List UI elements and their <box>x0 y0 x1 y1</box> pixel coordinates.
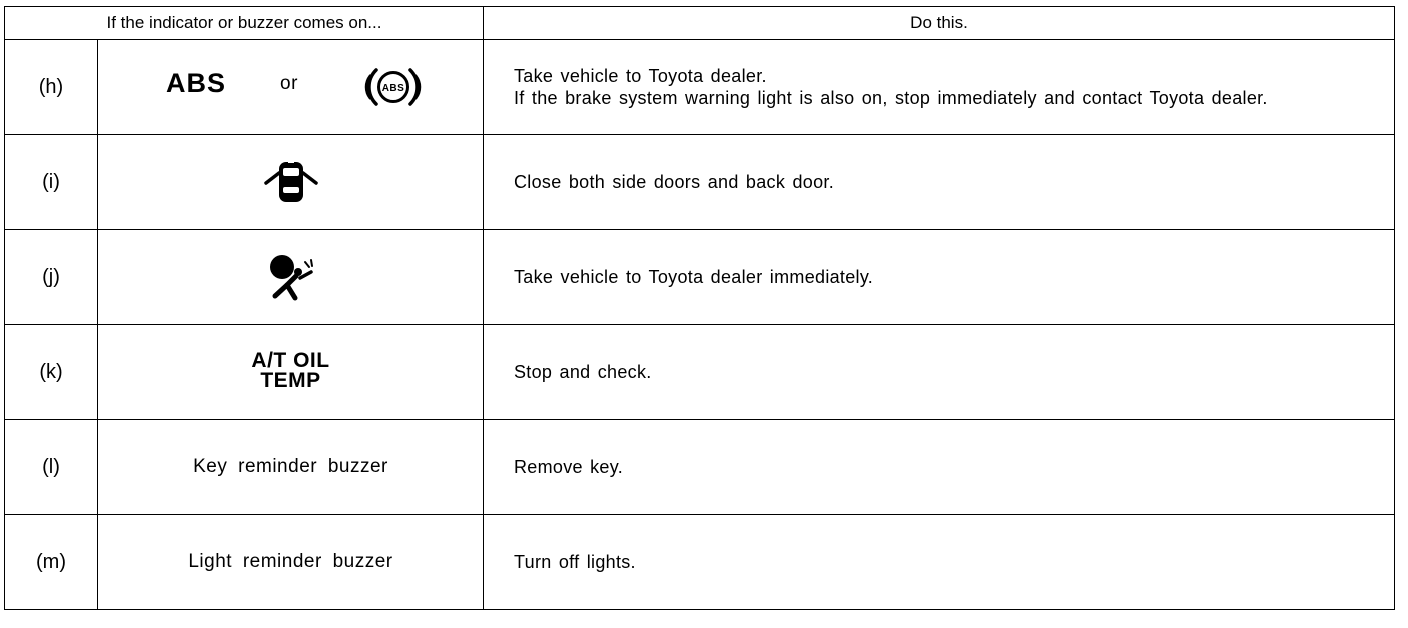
temp-line: TEMP <box>260 369 321 392</box>
header-indicator: If the indicator or buzzer comes on... <box>4 6 484 40</box>
action-cell: Take vehicle to Toyota dealer immediatel… <box>483 229 1395 325</box>
row-letter: (l) <box>4 419 98 515</box>
action-cell: Stop and check. <box>483 324 1395 420</box>
abs-circle-icon: ABS <box>364 68 422 106</box>
row-letter: (m) <box>4 514 98 610</box>
or-label: or <box>280 73 298 94</box>
table-row: (i) Close both side doors and back door. <box>4 134 1395 230</box>
table-row: (m) Light reminder buzzer Turn off light… <box>4 514 1395 610</box>
door-open-icon <box>263 161 318 202</box>
table-row: (j) Take vehicle to Toyota dealer immedi… <box>4 229 1395 325</box>
table-row: (l) Key reminder buzzer Remove key. <box>4 419 1395 515</box>
header-action: Do this. <box>483 6 1395 40</box>
action-cell: Remove key. <box>483 419 1395 515</box>
action-cell: Turn off lights. <box>483 514 1395 610</box>
indicator-cell: Key reminder buzzer <box>97 419 484 515</box>
at-oil-line: A/T OIL <box>251 349 330 372</box>
row-letter: (i) <box>4 134 98 230</box>
indicator-cell <box>97 134 484 230</box>
action-cell: Take vehicle to Toyota dealer. If the br… <box>483 39 1395 135</box>
table-header-row: If the indicator or buzzer comes on... D… <box>4 6 1395 40</box>
row-letter: (k) <box>4 324 98 420</box>
indicator-table: If the indicator or buzzer comes on... D… <box>4 6 1395 610</box>
indicator-cell: ABS or ABS <box>97 39 484 135</box>
svg-text:ABS: ABS <box>382 83 405 94</box>
action-line: If the brake system warning light is als… <box>514 88 1268 108</box>
row-letter: (j) <box>4 229 98 325</box>
indicator-cell: Light reminder buzzer <box>97 514 484 610</box>
table-row: (h) ABS or ABS Take vehicle to Toyota de… <box>4 39 1395 135</box>
at-oil-temp-label: A/T OIL TEMP <box>251 349 330 392</box>
indicator-cell: A/T OIL TEMP <box>97 324 484 420</box>
indicator-cell <box>97 229 484 325</box>
row-letter: (h) <box>4 39 98 135</box>
abs-label: ABS <box>166 68 227 98</box>
airbag-icon <box>269 255 313 301</box>
table-row: (k) A/T OIL TEMP Stop and check. <box>4 324 1395 420</box>
action-line: Take vehicle to Toyota dealer. <box>514 65 767 86</box>
action-cell: Close both side doors and back door. <box>483 134 1395 230</box>
